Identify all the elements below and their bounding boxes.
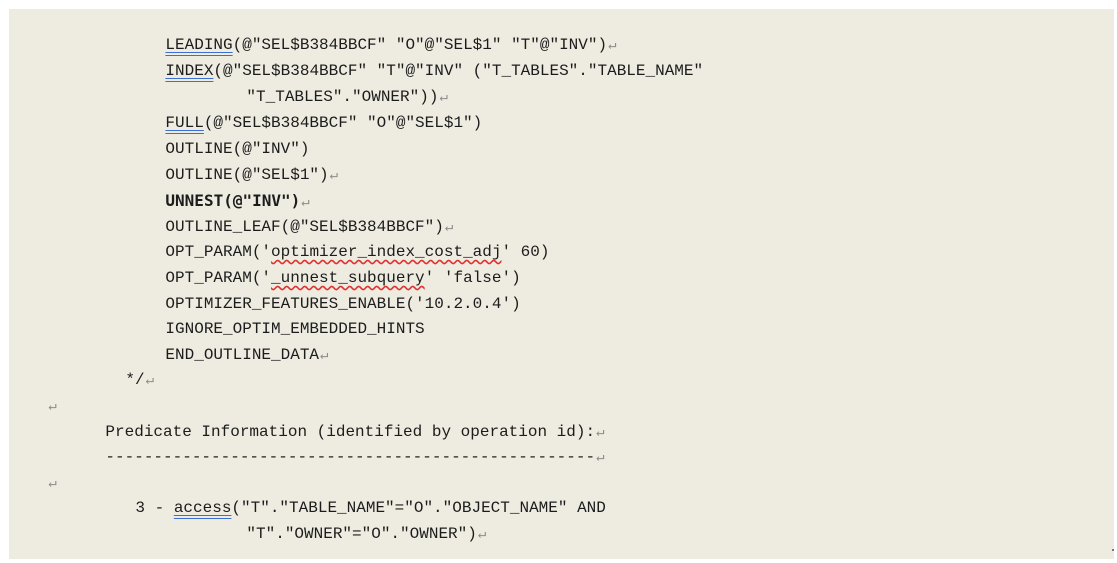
code-line: OPT_PARAM('optimizer_index_cost_adj' 60) [127, 216, 549, 261]
code-text: END_OUTLINE_DATA [165, 346, 320, 364]
code-line: OPTIMIZER_FEATURES_ENABLE('10.2.0.4') [127, 268, 520, 313]
link-access[interactable]: access [173, 499, 232, 517]
paragraph-mark-icon: ↵ [48, 399, 57, 415]
paragraph-mark-icon: ↵ [439, 90, 448, 106]
code-line: "T"."OWNER"="O"."OWNER")↵ [208, 498, 486, 543]
code-line: IGNORE_OPTIM_EMBEDDED_HINTS [127, 293, 424, 338]
code-text: ----------------------------------------… [105, 448, 596, 466]
code-line: OUTLINE_LEAF(@"SEL$B384BBCF")↵ [127, 191, 453, 236]
code-line: UNNEST(@"INV")↵ [127, 165, 309, 211]
code-text: OUTLINE(@"INV") [165, 140, 310, 158]
code-line: "T_TABLES"."OWNER"))↵ [208, 61, 447, 106]
paragraph-mark-icon: ↵ [596, 425, 605, 441]
empty-line: ↵ [9, 447, 56, 492]
code-text: "T"."OWNER"="O"."OWNER") [246, 525, 477, 543]
code-text: 3 - [135, 499, 174, 517]
paragraph-mark-icon: ↵ [48, 476, 57, 492]
code-line: OUTLINE(@"INV") [127, 113, 309, 158]
paragraph-mark-icon: ↵ [329, 168, 339, 184]
code-text: (@"SEL$B384BBCF" "O"@"SEL$1" "T"@"INV") [232, 36, 608, 54]
code-text: IGNORE_OPTIM_EMBEDDED_HINTS [165, 320, 425, 338]
code-line: OUTLINE(@"SEL$1")↵ [127, 139, 338, 184]
link-index[interactable]: INDEX [165, 62, 214, 80]
code-text: (@"SEL$B384BBCF" "O"@"SEL$1") [203, 114, 483, 132]
paragraph-mark-icon: ↵ [477, 527, 487, 543]
spell-error[interactable]: optimizer_index_cost_adj [271, 243, 502, 261]
code-line: INDEX(@"SEL$B384BBCF" "T"@"INV" ("T_TABL… [127, 35, 703, 80]
paragraph-mark-icon: ↵ [301, 195, 310, 211]
code-line: 3 - access("T"."TABLE_NAME"="O"."OBJECT_… [97, 472, 605, 517]
code-text-bold: UNNEST(@"INV") [165, 191, 301, 210]
section-heading: Predicate Information (identified by ope… [67, 396, 604, 441]
paragraph-mark-icon: ↵ [608, 38, 617, 54]
code-text: ("T"."TABLE_NAME"="O"."OBJECT_NAME" AND [231, 499, 606, 517]
link-full[interactable]: FULL [165, 114, 204, 132]
link-leading[interactable]: LEADING [165, 36, 233, 54]
code-text: OUTLINE(@"SEL$1") [165, 166, 329, 184]
paragraph-mark-icon: ↵ [596, 450, 605, 466]
code-text: ' 'false') [424, 269, 521, 287]
code-text: OPT_PARAM(' [165, 243, 272, 261]
code-text: Predicate Information (identified by ope… [105, 423, 596, 441]
code-line: LEADING(@"SEL$B384BBCF" "O"@"SEL$1" "T"@… [127, 9, 616, 54]
code-line: FULL(@"SEL$B384BBCF" "O"@"SEL$1") [127, 87, 482, 132]
paragraph-mark-icon: ↵ [145, 373, 155, 389]
paragraph-mark-icon: ↵ [320, 348, 329, 364]
code-text: (@"SEL$B384BBCF" "T"@"INV" ("T_TABLES"."… [213, 62, 704, 80]
corner-marker [1112, 549, 1114, 551]
document-page: LEADING(@"SEL$B384BBCF" "O"@"SEL$1" "T"@… [9, 9, 1114, 559]
code-line: END_OUTLINE_DATA↵ [127, 319, 328, 364]
spell-error[interactable]: _unnest_subquery [271, 269, 425, 287]
code-line: */↵ [87, 344, 154, 389]
code-text: */ [125, 371, 145, 389]
empty-line: ↵ [9, 370, 56, 415]
divider-line: ----------------------------------------… [67, 421, 604, 466]
code-text: "T_TABLES"."OWNER")) [246, 88, 439, 106]
paragraph-mark-icon: ↵ [444, 220, 454, 236]
code-line: OPT_PARAM('_unnest_subquery' 'false') [127, 242, 520, 287]
code-text: OUTLINE_LEAF(@"SEL$B384BBCF") [165, 218, 444, 236]
code-text: ' 60) [501, 243, 550, 261]
code-text: OPT_PARAM(' [165, 269, 272, 287]
code-text: OPTIMIZER_FEATURES_ENABLE('10.2.0.4') [165, 295, 521, 313]
